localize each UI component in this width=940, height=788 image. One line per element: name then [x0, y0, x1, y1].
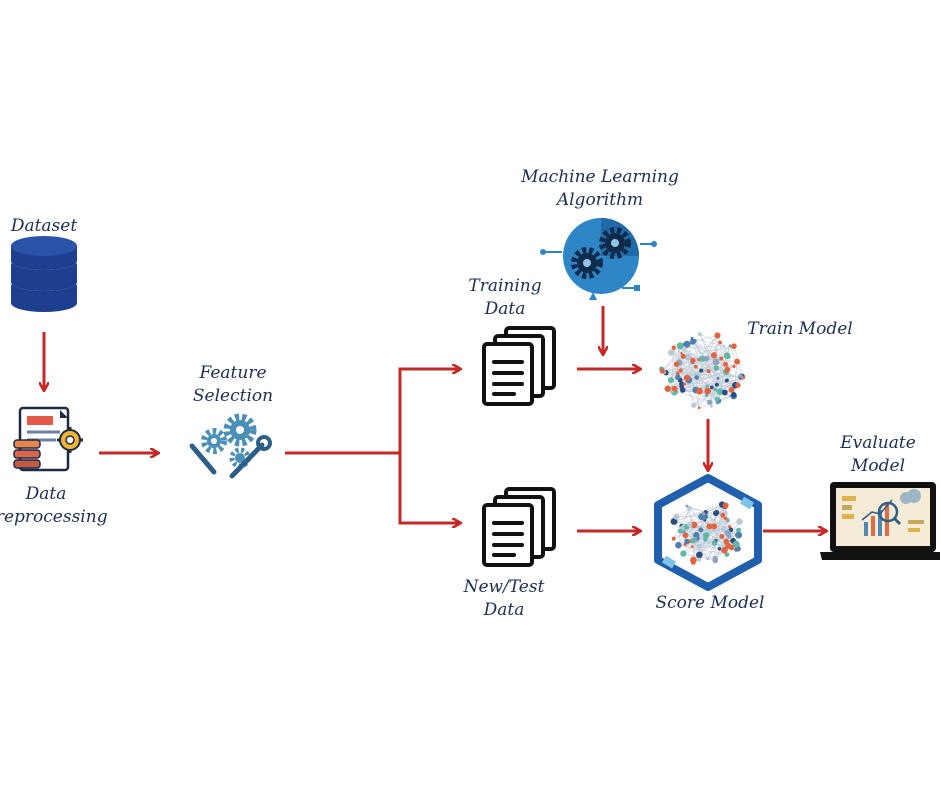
edge-feature-selection-branch [285, 369, 460, 455]
score-model-label: Score Model [654, 592, 766, 615]
ml-algorithm-label: Machine Learning Algorithm [520, 166, 680, 212]
feature-selection-label: Feature Selection [180, 362, 286, 408]
evaluate-model-label-line2: Model [850, 456, 906, 476]
ml-algorithm-label-line1: Machine Learning [521, 167, 679, 187]
laptop-analytics-icon [820, 482, 940, 560]
test-data-label: New/Test Data [456, 576, 552, 622]
training-data-label-line1: Training [468, 276, 542, 296]
hexagon-network-icon [654, 474, 762, 591]
training-data-label-line2: Data [484, 299, 526, 319]
train-model-label: Train Model [744, 318, 856, 341]
document-gear-icon [13, 406, 83, 472]
training-data-label: Training Data [458, 275, 552, 321]
gears-tools-icon [189, 413, 272, 479]
score-model-label-text: Score Model [655, 593, 765, 613]
documents-stack-icon-test [482, 487, 556, 567]
evaluate-model-label: Evaluate Model [832, 432, 924, 478]
train-model-label-text: Train Model [747, 319, 853, 339]
feature-selection-label-line2: Selection [192, 386, 274, 406]
feature-selection-label-line1: Feature [199, 363, 267, 383]
database-icon [11, 236, 77, 312]
test-data-label-line1: New/Test [463, 577, 545, 597]
preprocessing-label-line2: Preprocessing [0, 507, 108, 527]
preprocessing-label-line1: Data [25, 484, 67, 504]
dataset-label: Dataset [4, 215, 84, 238]
flow-arrows [44, 306, 826, 531]
ml-gears-icon [540, 218, 657, 300]
network-cloud-icon [658, 332, 746, 410]
evaluate-model-label-line1: Evaluate [840, 433, 916, 453]
documents-stack-icon-training [482, 326, 556, 406]
edge-feature-selection-to-test-data [398, 453, 460, 523]
dataset-label-text: Dataset [10, 216, 78, 236]
test-data-label-line2: Data [483, 600, 525, 620]
preprocessing-label: Data Preprocessing [0, 483, 112, 529]
ml-algorithm-label-line2: Algorithm [556, 190, 644, 210]
